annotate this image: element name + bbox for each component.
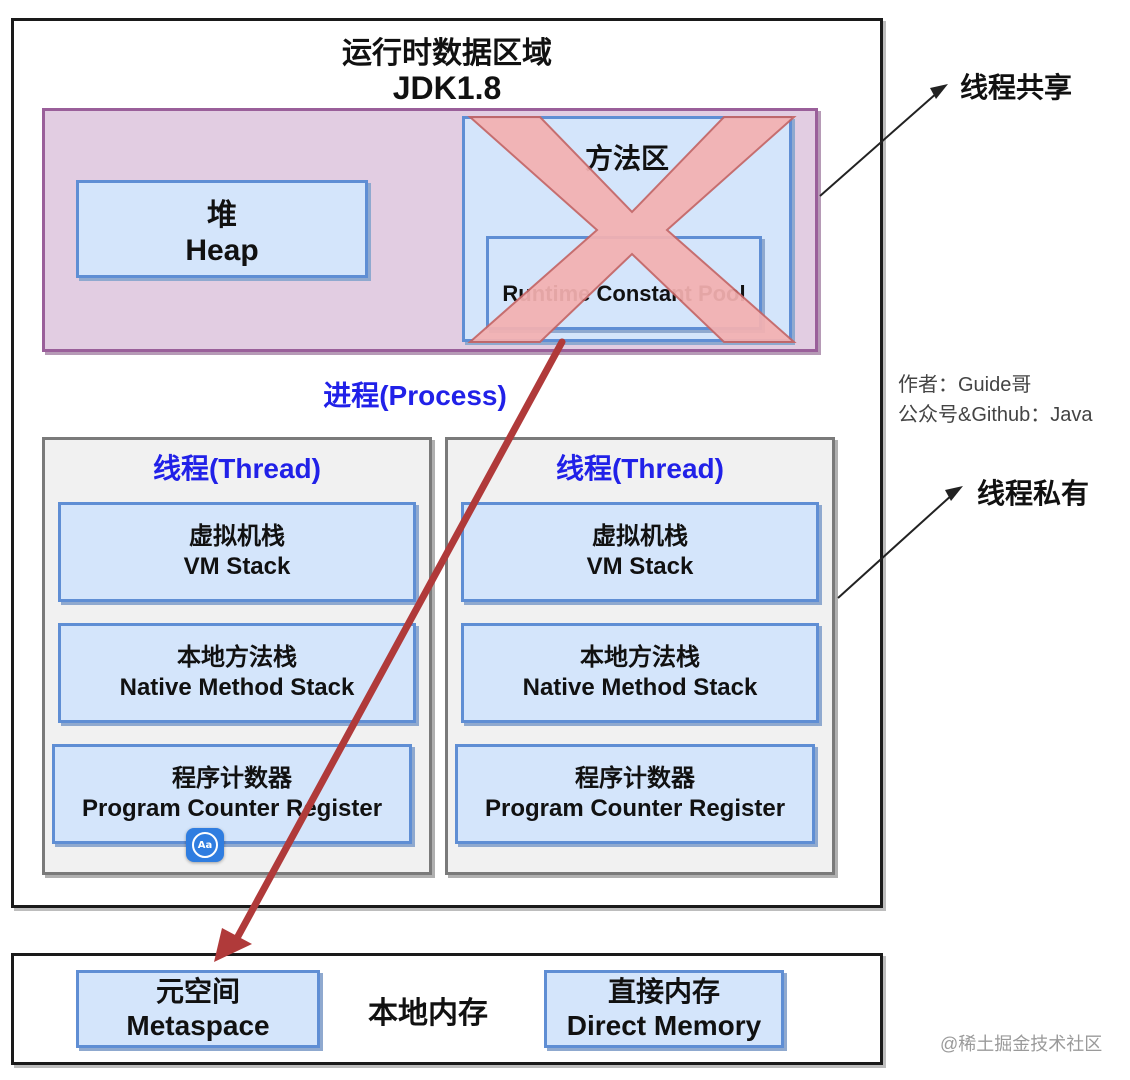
pc-register-cn: 程序计数器 (172, 765, 292, 792)
thread-title-1: 线程(Thread) (152, 453, 321, 484)
vm-stack-1: 虚拟机栈 VM Stack (58, 502, 416, 602)
method-area-label: 方法区 (584, 143, 669, 174)
vm-stack-en: VM Stack (183, 553, 291, 580)
thread-private-label: 线程私有 (977, 478, 1090, 509)
native-method-stack-2: 本地方法栈 Native Method Stack (461, 623, 819, 723)
vm-stack-cn: 虚拟机栈 (592, 523, 688, 550)
direct-memory-en: Direct Memory (566, 1010, 762, 1041)
direct-memory-cn: 直接内存 (607, 976, 720, 1008)
watermark: @稀土掘金技术社区 (940, 1034, 1103, 1054)
native-memory-label: 本地内存 (368, 997, 488, 1030)
translate-icon[interactable]: Aa (186, 828, 224, 862)
direct-memory-box: 直接内存 Direct Memory (544, 970, 784, 1048)
metaspace-box: 元空间 Metaspace (76, 970, 320, 1048)
pc-register-en: Program Counter Register (484, 795, 786, 822)
native-stack-cn: 本地方法栈 (177, 644, 297, 671)
metaspace-cn: 元空间 (155, 976, 240, 1008)
vm-stack-cn: 虚拟机栈 (189, 523, 285, 550)
native-stack-en: Native Method Stack (119, 674, 355, 701)
thread-shared-label: 线程共享 (960, 72, 1073, 103)
heap-label-cn: 堆 (207, 199, 237, 232)
thread-shared-arrow (819, 84, 948, 197)
native-stack-cn: 本地方法栈 (580, 644, 700, 671)
native-method-stack-1: 本地方法栈 Native Method Stack (58, 623, 416, 723)
vm-stack-2: 虚拟机栈 VM Stack (461, 502, 819, 602)
account-line: 公众号&Github：Java (898, 404, 1093, 426)
pc-register-en: Program Counter Register (81, 795, 383, 822)
vm-stack-en: VM Stack (586, 553, 694, 580)
process-label: 进程(Process) (323, 380, 507, 411)
author-line: 作者：Guide哥 (898, 374, 1032, 396)
native-stack-en: Native Method Stack (522, 674, 758, 701)
runtime-area-title: 运行时数据区域 (342, 37, 552, 70)
thread-title-2: 线程(Thread) (555, 453, 724, 484)
pc-register-cn: 程序计数器 (575, 765, 695, 792)
deprecated-cross-icon (467, 116, 797, 343)
program-counter-register-2: 程序计数器 Program Counter Register (455, 744, 815, 844)
heap-box: 堆 Heap (76, 180, 368, 278)
thread-private-arrow (837, 486, 963, 599)
migration-arrow (214, 338, 566, 962)
jdk-version-title: JDK1.8 (392, 70, 502, 106)
metaspace-en: Metaspace (126, 1010, 270, 1041)
program-counter-register-1: 程序计数器 Program Counter Register (52, 744, 412, 844)
heap-label-en: Heap (185, 234, 259, 267)
